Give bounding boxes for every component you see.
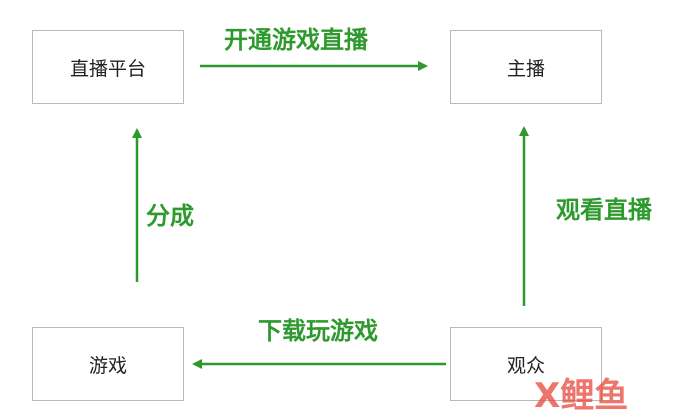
edge-label-revenue-share: 分成 [146,202,194,230]
node-live-platform: 直播平台 [32,30,184,104]
watermark-text: X鲤鱼 [534,376,628,415]
edge-label-open-stream: 开通游戏直播 [224,26,368,54]
node-game: 游戏 [32,327,184,401]
node-streamer: 主播 [450,30,602,104]
edge-label-download-game: 下载玩游戏 [258,317,378,345]
edge-label-watch-stream: 观看直播 [556,196,652,224]
node-viewer: 观众 [450,327,602,401]
watermark-logo: X鲤鱼 [534,376,628,415]
